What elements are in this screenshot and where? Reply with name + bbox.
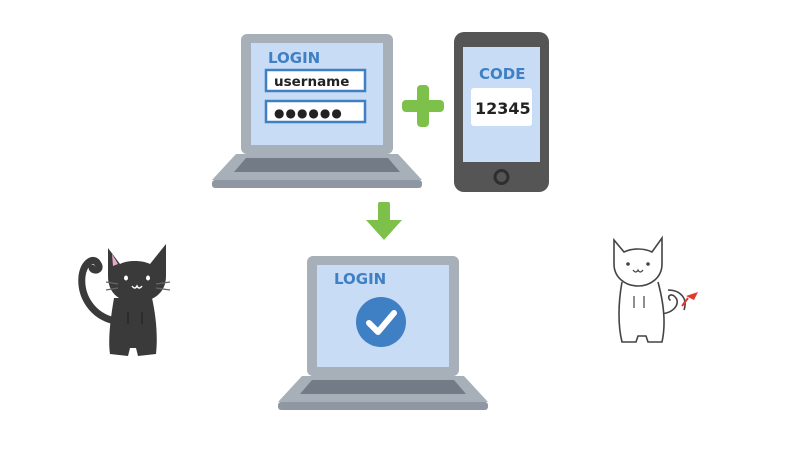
bottom-laptop: LOGIN [278, 256, 488, 410]
username-value: username [274, 74, 349, 90]
password-mask: ●●●●●● [274, 106, 343, 120]
phone-home-button [493, 169, 510, 185]
smartphone: CODE 12345 [454, 32, 549, 192]
white-cat-illustration [613, 235, 698, 343]
arrow-down-icon [366, 202, 402, 240]
laptop-keyboard [300, 380, 466, 394]
laptop-edge [212, 180, 422, 188]
black-cat-illustration [78, 244, 171, 356]
code-box [471, 88, 532, 126]
username-input[interactable] [264, 68, 367, 93]
top-laptop: LOGIN username ●●●●●● [212, 34, 422, 188]
code-title: CODE [479, 65, 525, 83]
laptop-screen [251, 43, 383, 145]
plus-icon [402, 85, 444, 127]
login-success-title: LOGIN [334, 270, 386, 288]
laptop-edge [278, 402, 488, 410]
checkmark-icon [356, 297, 406, 347]
login-title: LOGIN [268, 49, 320, 67]
laptop-keyboard [234, 158, 400, 172]
code-value: 12345 [475, 99, 531, 118]
password-input[interactable] [264, 99, 367, 124]
